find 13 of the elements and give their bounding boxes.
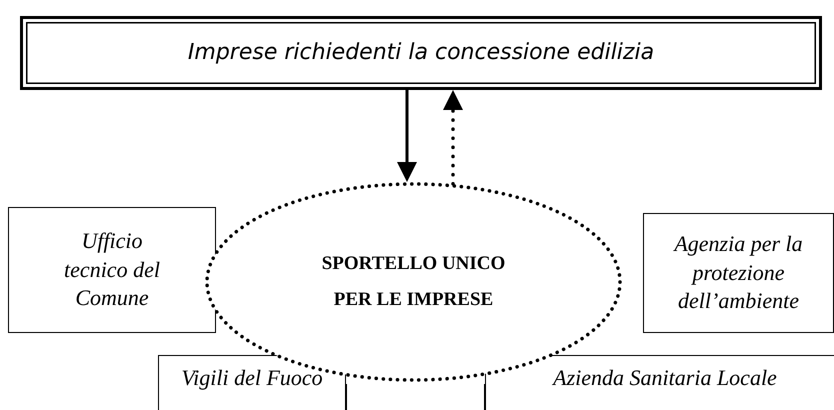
node-label: Ufficio tecnico del Comune — [63, 227, 161, 312]
table-cell — [158, 355, 346, 410]
node-label: Azienda Sanitaria Locale — [553, 364, 777, 392]
text-box — [643, 213, 834, 333]
text-box — [8, 207, 216, 333]
arrow — [443, 90, 463, 186]
table-cell — [485, 355, 834, 410]
text-box — [20, 16, 822, 90]
node-label: SPORTELLO UNICO PER LE IMPRESE — [320, 252, 506, 312]
node-label: Agenzia per la protezione dell’ambiente — [672, 230, 804, 316]
node-label: Imprese richiedenti la concessione edilizia — [188, 38, 654, 67]
arrow — [397, 90, 417, 182]
node-label: Vigili del Fuoco — [181, 364, 323, 392]
